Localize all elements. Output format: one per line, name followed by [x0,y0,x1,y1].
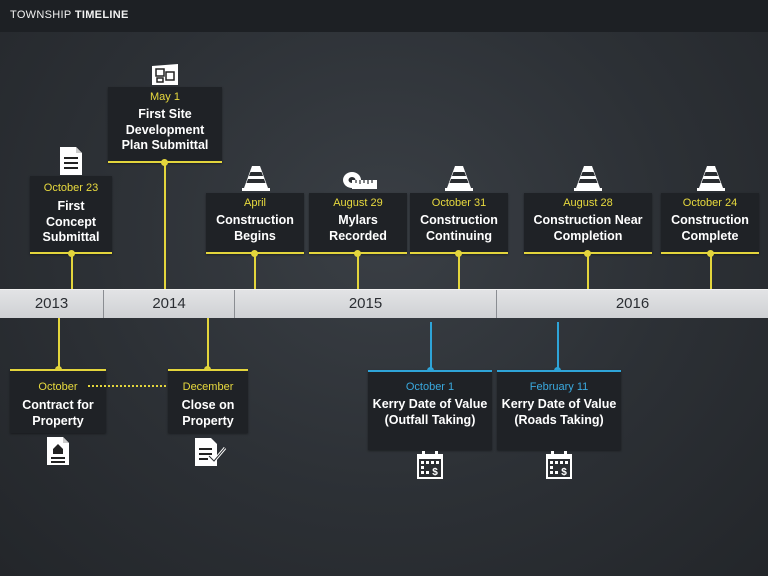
event-box-october: October Contract for Property [10,369,106,433]
traffic-cone-icon [445,166,473,191]
event-date: August 28 [563,197,613,209]
event-title: Kerry Date of Value (Roads Taking) [501,397,617,427]
svg-text:$: $ [561,467,567,478]
connector-line [357,253,359,289]
page-title: TOWNSHIP TIMELINE [10,9,129,21]
house-document-icon [47,437,69,465]
document-icon [60,147,82,175]
connector-line [430,322,432,370]
event-box-october-1: October 1 Kerry Date of Value (Outfall T… [368,370,492,450]
event-date: October 23 [43,182,99,194]
event-date: October 1 [405,381,455,393]
event-date: April [243,197,266,209]
event-box-may-1: May 1 First Site Development Plan Submit… [108,87,222,163]
dotted-connector [88,385,174,387]
event-box-october-23: October 23 First Concept Submittal [30,176,112,254]
event-box-august-28: August 28 Construction Near Completion [524,193,652,254]
event-box-october-31: October 31 Construction Continuing [410,193,508,254]
event-title: Kerry Date of Value (Outfall Taking) [372,397,488,427]
year-label-2014: 2014 [152,295,186,312]
traffic-cone-icon [242,166,270,191]
event-title: Mylars Recorded [329,213,387,243]
event-date: December [182,381,234,393]
connector-line [458,253,460,289]
year-label-2016: 2016 [615,295,650,312]
event-title: First Site Development Plan Submittal [121,107,209,152]
year-label-2013: 2013 [34,295,69,312]
svg-text:$: $ [432,467,438,478]
title-word-2: TIMELINE [74,9,129,21]
event-box-february-11: February 11 Kerry Date of Value (Roads T… [497,370,621,450]
event-title: Construction Complete [671,213,749,243]
event-title: Contract for Property [22,398,94,428]
event-box-august-29: August 29 Mylars Recorded [309,193,407,254]
event-date: February 11 [529,381,589,393]
connector-line [557,322,559,370]
event-title: First Concept Submittal [42,199,100,244]
site-plan-icon [152,64,178,85]
event-date: October 31 [431,197,487,209]
event-box-december: December Close on Property [168,369,248,433]
event-date: August 29 [333,197,383,209]
year-divider [496,290,497,318]
year-divider [234,290,235,318]
connector-line [587,253,589,289]
year-axis: 2013 2014 2015 2016 [0,289,768,318]
tape-measure-icon [343,172,377,189]
calendar-dollar-icon: $ [417,451,443,479]
event-date: October 24 [682,197,738,209]
year-label-2015: 2015 [348,295,383,312]
event-title: Construction Near Completion [533,213,643,243]
connector-line [164,162,166,289]
event-title: Construction Begins [216,213,294,243]
header-bar: TOWNSHIP TIMELINE [0,0,768,32]
signed-document-icon [195,438,227,466]
connector-line [254,253,256,289]
event-title: Construction Continuing [420,213,498,243]
connector-line [207,318,209,369]
event-date: October [38,381,78,393]
connector-line [710,253,712,289]
connector-line [58,318,60,369]
event-title: Close on Property [181,398,235,428]
traffic-cone-icon [574,166,602,191]
connector-line [71,253,73,289]
year-divider [103,290,104,318]
event-box-october-24: October 24 Construction Complete [661,193,759,254]
traffic-cone-icon [697,166,725,191]
title-word-1: TOWNSHIP [10,9,72,21]
calendar-dollar-icon: $ [546,451,572,479]
event-box-april: April Construction Begins [206,193,304,254]
event-date: May 1 [150,91,180,103]
